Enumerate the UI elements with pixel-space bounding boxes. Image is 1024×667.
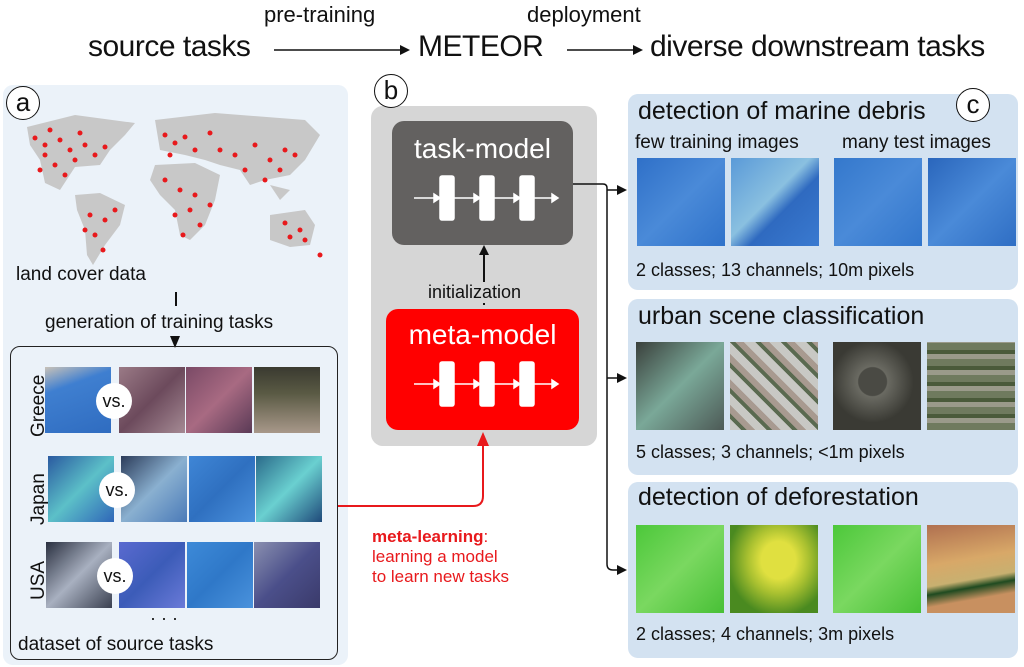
generation-label: generation of training tasks: [45, 312, 274, 333]
task-title: detection of marine debris: [638, 97, 926, 125]
meta-learning-line-3: to learn new tasks: [372, 567, 510, 586]
urban-image-3: [833, 342, 921, 430]
usa-image-4: [254, 542, 320, 608]
deployment-arrow-icon: [567, 45, 643, 55]
meta-learning-arrow-icon: [338, 432, 489, 507]
vs-badge: vs.: [97, 558, 133, 594]
task-specs: 2 classes; 4 channels; 3m pixels: [636, 624, 895, 644]
greece-image-4: [254, 367, 320, 433]
source-tasks-label: source tasks: [88, 30, 251, 63]
map-caption: land cover data: [16, 264, 146, 285]
usa-image-3: [187, 542, 253, 608]
task-model-label: task-model: [414, 133, 551, 164]
meta-model-box: meta-model: [386, 309, 579, 430]
task-model-box: task-model: [392, 121, 573, 245]
downstream-tasks-label: diverse downstream tasks: [650, 30, 985, 63]
marine-train-image-2: [731, 158, 819, 246]
urban-image-4: [927, 342, 1015, 430]
deployment-label: deployment: [527, 2, 641, 27]
deployment-branch-arrows-icon: [573, 183, 627, 575]
method-name: METEOR: [418, 30, 544, 63]
network-layers-icon: [414, 361, 560, 407]
panel-b-tag: b: [374, 74, 408, 108]
deforestation-image-1: [636, 525, 724, 613]
few-training-images-label: few training images: [635, 132, 799, 153]
deforestation-image-2: [730, 525, 818, 613]
greece-image-3: [186, 367, 252, 433]
marine-test-image-2: [928, 158, 1016, 246]
dataset-caption: dataset of source tasks: [18, 634, 214, 655]
more-tasks-ellipsis: · · ·: [150, 608, 178, 628]
initialization-label: initialization: [426, 282, 524, 303]
pretraining-arrow-icon: [274, 45, 410, 55]
meta-learning-line-2: learning a model: [372, 547, 498, 566]
deforestation-image-3: [833, 525, 921, 613]
japan-image-4: [256, 456, 322, 522]
world-map-icon: [27, 113, 323, 265]
panel-c-tag: c: [956, 88, 990, 122]
pretraining-label: pre-training: [264, 2, 376, 27]
network-layers-icon: [414, 175, 560, 221]
deforestation-image-4: [927, 525, 1015, 613]
marine-train-image-1: [637, 158, 725, 246]
urban-image-1: [636, 342, 724, 430]
task-title: detection of deforestation: [638, 483, 919, 511]
meta-model-label: meta-model: [408, 319, 557, 350]
generation-arrow-icon: [170, 336, 180, 348]
country-label-japan: Japan: [28, 473, 49, 525]
urban-image-2: [730, 342, 818, 430]
generation-connector: [175, 292, 177, 306]
task-title: urban scene classification: [638, 302, 925, 330]
japan-image-3: [189, 456, 255, 522]
meta-learning-colon: :: [483, 527, 489, 546]
marine-test-image-1: [834, 158, 922, 246]
vs-badge: vs.: [96, 383, 132, 419]
many-test-images-label: many test images: [842, 132, 991, 153]
meta-learning-term: meta-learning: [372, 527, 484, 546]
task-specs: 5 classes; 3 channels; <1m pixels: [636, 442, 905, 462]
meta-learning-caption: meta-learning: learning a model to learn…: [372, 527, 509, 587]
task-specs: 2 classes; 13 channels; 10m pixels: [636, 260, 915, 280]
source-tasks-dataset-box: [10, 346, 338, 660]
vs-badge: vs.: [99, 472, 135, 508]
panel-a-tag: a: [6, 86, 40, 120]
